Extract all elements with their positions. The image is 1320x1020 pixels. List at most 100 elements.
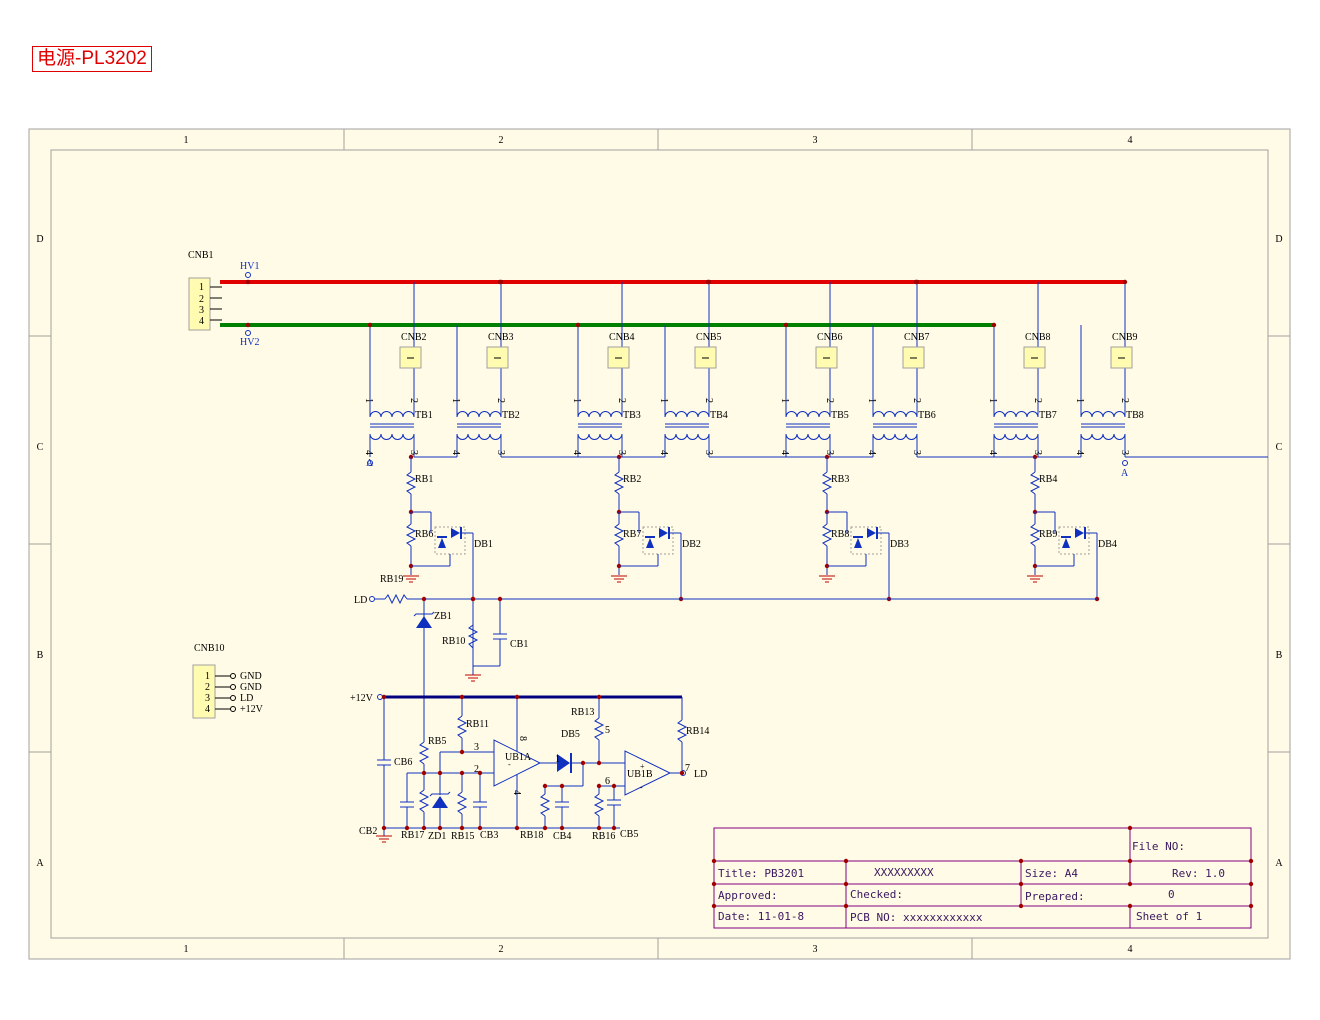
- svg-text:LD: LD: [240, 693, 253, 704]
- svg-text:UB1A: UB1A: [505, 752, 532, 763]
- svg-text:3: 3: [495, 450, 506, 455]
- svg-text:TB7: TB7: [1039, 410, 1057, 421]
- row-label: C: [37, 442, 44, 453]
- tb-size: Size: A4: [1025, 867, 1078, 880]
- svg-text:5: 5: [605, 725, 610, 736]
- svg-text:3: 3: [1032, 450, 1043, 455]
- svg-text:+12V: +12V: [350, 693, 374, 704]
- svg-text:CNB2: CNB2: [401, 332, 427, 343]
- svg-text:2: 2: [199, 294, 204, 305]
- svg-text:RB17: RB17: [401, 830, 424, 841]
- tb-approved: Approved:: [718, 889, 778, 902]
- svg-text:1: 1: [363, 398, 374, 403]
- svg-text:3: 3: [911, 450, 922, 455]
- svg-text:1: 1: [866, 398, 877, 403]
- connector-cnb10: CNB10 1 2 3 4 GND GND LD +12V: [192, 643, 264, 719]
- svg-text:TB8: TB8: [1126, 410, 1144, 421]
- svg-text:3: 3: [1119, 450, 1130, 455]
- svg-text:ZB1: ZB1: [434, 611, 452, 622]
- connector-cnb9: CNB9: [1110, 332, 1138, 369]
- svg-text:DB4: DB4: [1098, 539, 1117, 550]
- row-label: A: [36, 858, 44, 869]
- row-label: A: [1275, 858, 1283, 869]
- svg-text:TB3: TB3: [623, 410, 641, 421]
- svg-text:CNB3: CNB3: [488, 332, 514, 343]
- svg-text:RB2: RB2: [623, 474, 641, 485]
- svg-text:4: 4: [658, 450, 669, 455]
- svg-text:TB5: TB5: [831, 410, 849, 421]
- svg-text:2: 2: [1032, 398, 1043, 403]
- svg-text:2: 2: [911, 398, 922, 403]
- tb-pcb-no: PCB NO: xxxxxxxxxxxx: [850, 911, 983, 924]
- col-label: 4: [1128, 135, 1133, 146]
- svg-text:RB16: RB16: [592, 831, 615, 842]
- svg-text:DB2: DB2: [682, 539, 701, 550]
- row-label: B: [37, 650, 44, 661]
- svg-text:CNB9: CNB9: [1112, 332, 1138, 343]
- svg-text:1: 1: [779, 398, 790, 403]
- svg-text:7: 7: [685, 763, 690, 774]
- svg-text:3: 3: [205, 693, 210, 704]
- svg-text:4: 4: [1074, 450, 1085, 455]
- tb-file-no: File NO:: [1132, 840, 1185, 853]
- svg-text:LD: LD: [354, 595, 367, 606]
- svg-text:+12V: +12V: [240, 704, 264, 715]
- svg-text:3: 3: [824, 450, 835, 455]
- svg-text:+: +: [640, 762, 645, 771]
- svg-text:CB2: CB2: [359, 826, 377, 837]
- svg-text:GND: GND: [240, 682, 262, 693]
- connector-cnb8: CNB8: [1023, 332, 1051, 369]
- tb-date: Date: 11-01-8: [718, 910, 804, 923]
- svg-text:RB9: RB9: [1039, 529, 1057, 540]
- svg-text:8: 8: [517, 736, 528, 741]
- svg-text:1: 1: [555, 754, 560, 765]
- svg-text:RB3: RB3: [831, 474, 849, 485]
- svg-text:CNB6: CNB6: [817, 332, 843, 343]
- svg-text:2: 2: [408, 398, 419, 403]
- svg-text:CNB1: CNB1: [188, 250, 214, 261]
- svg-text:UB1B: UB1B: [627, 769, 653, 780]
- svg-text:2: 2: [824, 398, 835, 403]
- svg-text:3: 3: [474, 742, 479, 753]
- svg-text:TB2: TB2: [502, 410, 520, 421]
- svg-text:4: 4: [205, 704, 210, 715]
- tb-checked: Checked:: [850, 888, 903, 901]
- svg-text:LD: LD: [694, 769, 707, 780]
- svg-text:2: 2: [1119, 398, 1130, 403]
- svg-text:1: 1: [199, 282, 204, 293]
- connector-cnb4: CNB4: [607, 332, 635, 369]
- svg-text:4: 4: [363, 450, 374, 455]
- col-label: 2: [499, 944, 504, 955]
- col-label: 3: [813, 944, 818, 955]
- svg-text:CNB7: CNB7: [904, 332, 930, 343]
- svg-text:4: 4: [779, 450, 790, 455]
- zener-zb1: [413, 611, 435, 628]
- svg-text:-: -: [508, 760, 511, 769]
- svg-text:DB5: DB5: [561, 729, 580, 740]
- svg-text:2: 2: [495, 398, 506, 403]
- connector-cnb7: CNB7: [902, 332, 930, 369]
- svg-text:DB3: DB3: [890, 539, 909, 550]
- svg-text:1: 1: [205, 671, 210, 682]
- svg-text:ZD1: ZD1: [428, 831, 446, 842]
- svg-text:CB6: CB6: [394, 757, 412, 768]
- svg-text:6: 6: [605, 776, 610, 787]
- svg-text:RB8: RB8: [831, 529, 849, 540]
- svg-text:1: 1: [658, 398, 669, 403]
- svg-text:3: 3: [616, 450, 627, 455]
- tb-prepared-value: 0: [1168, 888, 1175, 901]
- svg-text:RB13: RB13: [571, 707, 594, 718]
- tb-rev: Rev: 1.0: [1172, 867, 1225, 880]
- connector-cnb6: CNB6: [815, 332, 843, 369]
- svg-text:GND: GND: [240, 671, 262, 682]
- connector-cnb1: CNB1 1 2 3 4 HV1 HV2: [188, 250, 259, 348]
- svg-text:A: A: [1121, 468, 1129, 479]
- connector-cnb5: CNB5: [694, 332, 722, 369]
- svg-text:CNB5: CNB5: [696, 332, 722, 343]
- col-label: 3: [813, 135, 818, 146]
- svg-text:RB10: RB10: [442, 636, 465, 647]
- row-label: D: [1275, 234, 1282, 245]
- svg-text:1: 1: [1074, 398, 1085, 403]
